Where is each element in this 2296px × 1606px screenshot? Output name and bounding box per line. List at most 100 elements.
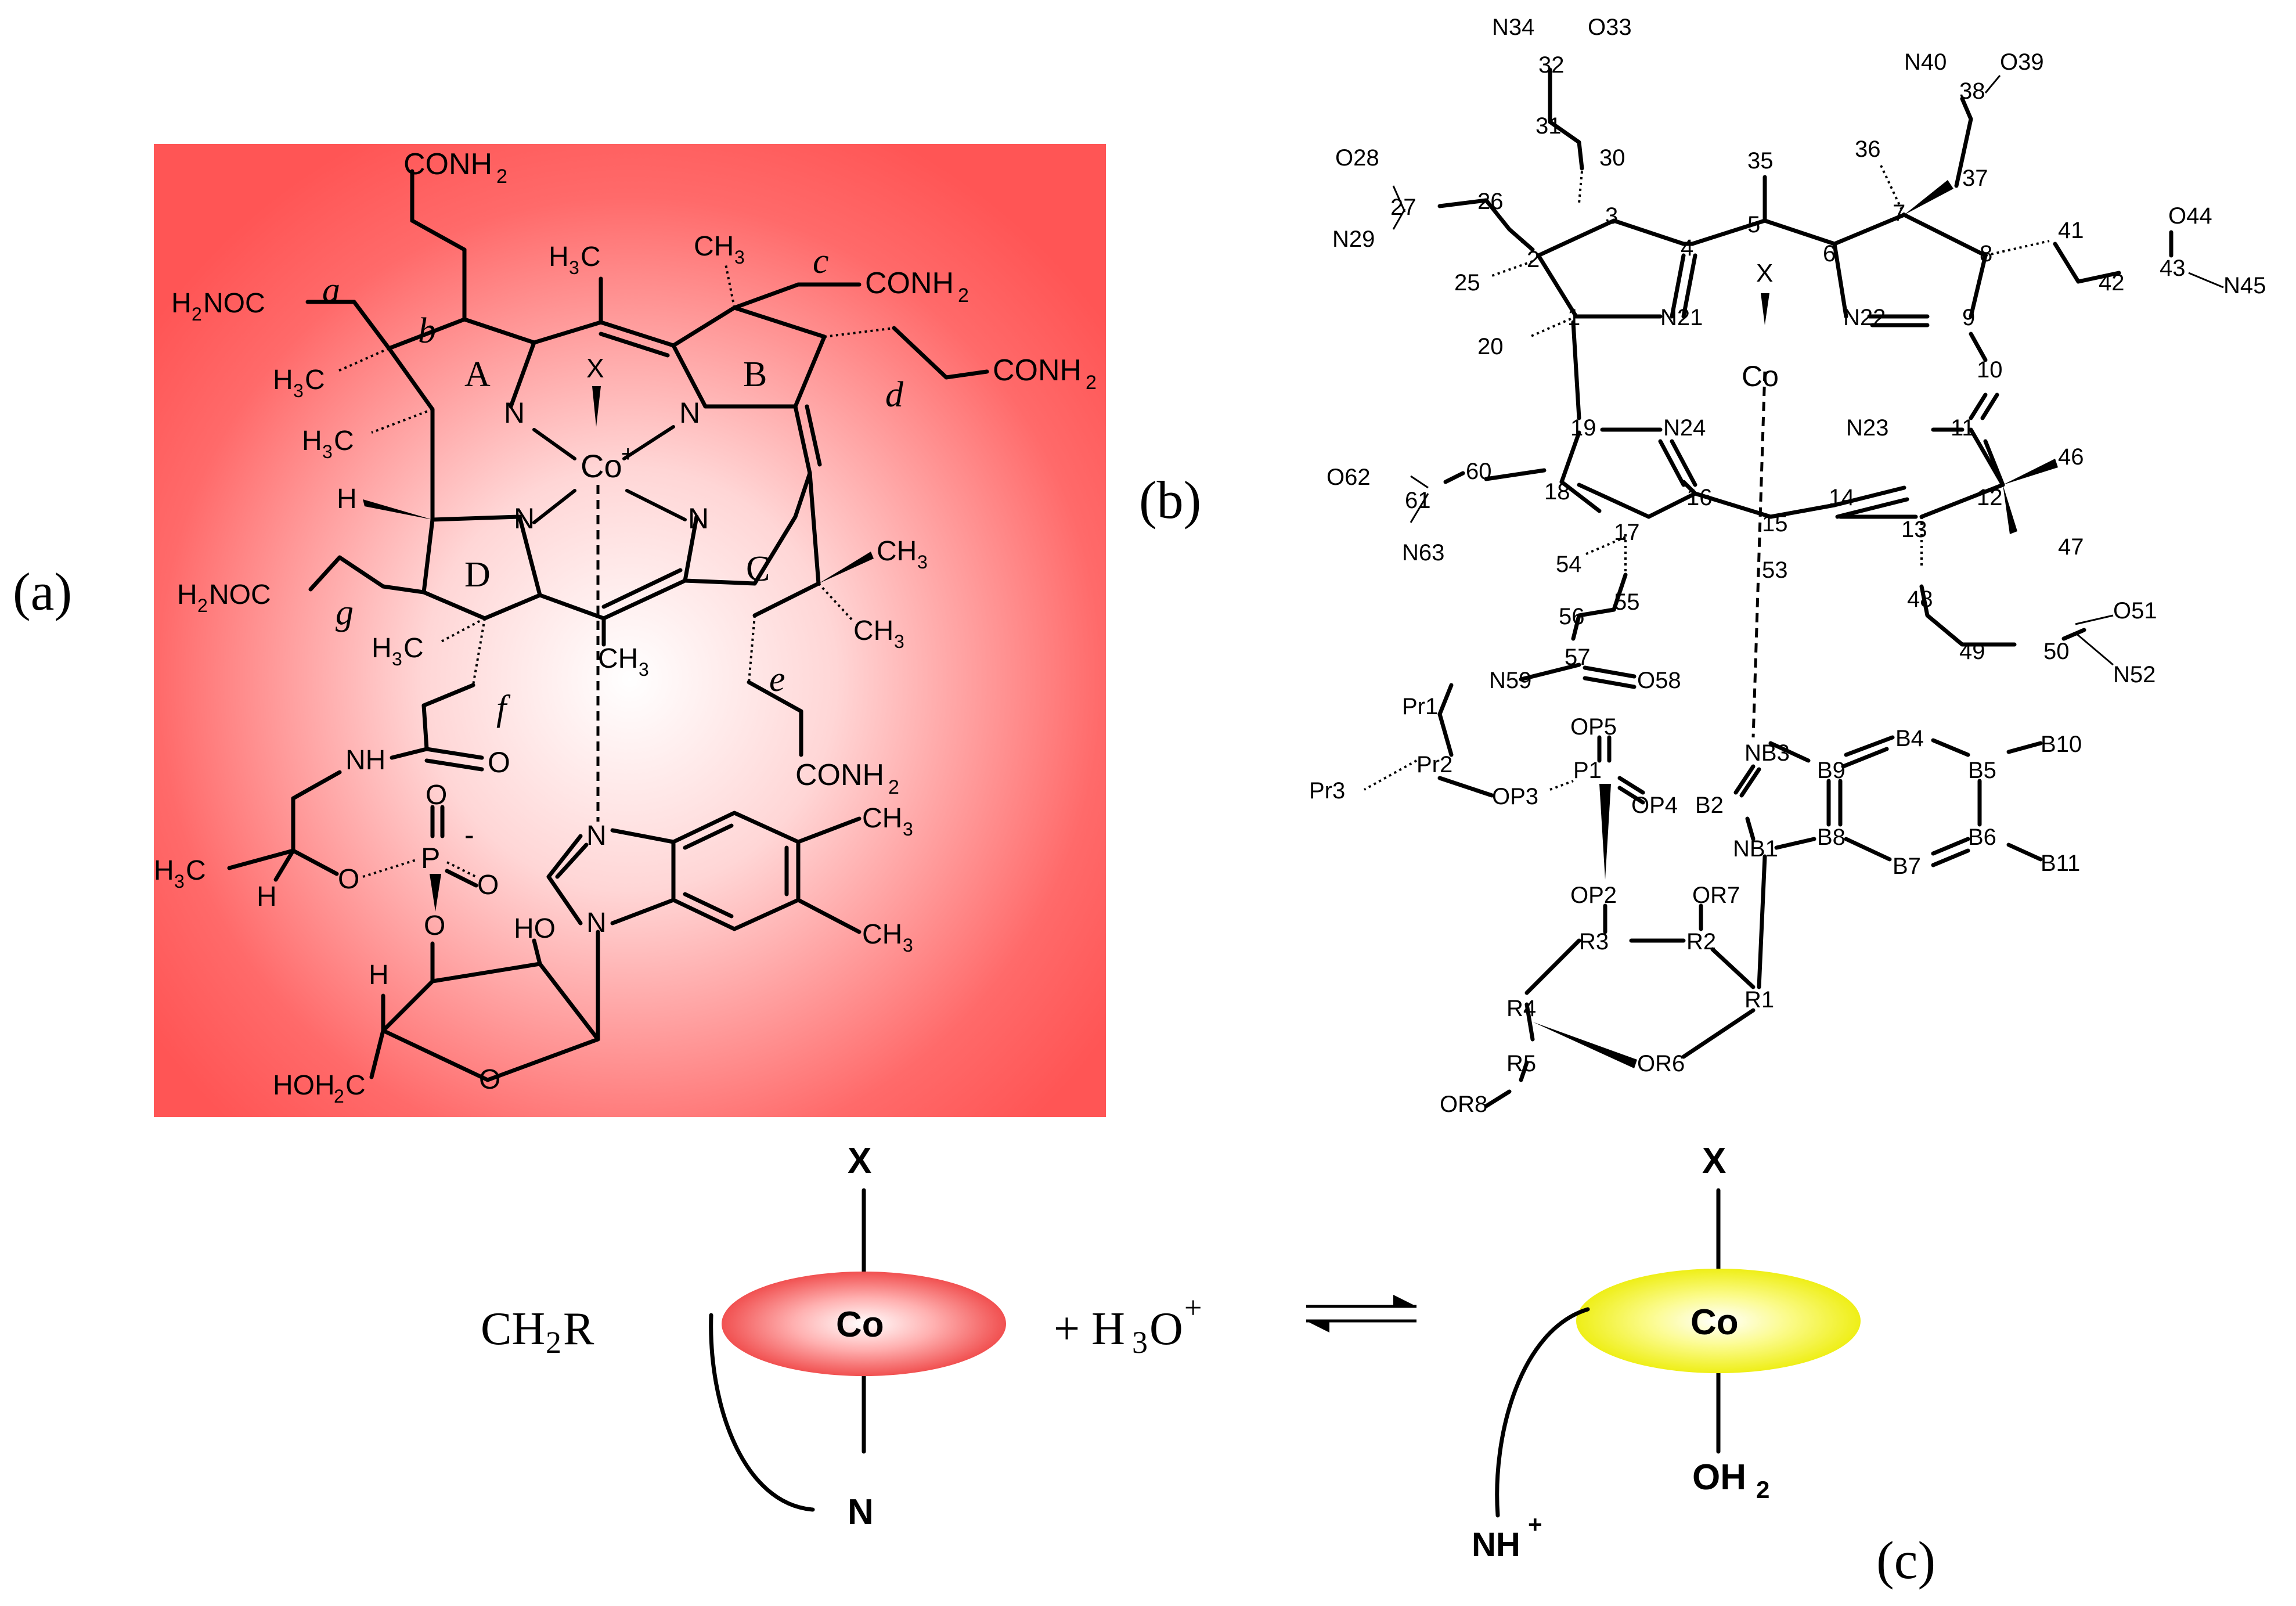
ring-label-b: B (743, 355, 767, 394)
atom-B2: B2 (1695, 793, 1724, 818)
conh2-top-sub: 2 (496, 165, 507, 188)
o-ester-1: O (338, 864, 359, 895)
atom-15: 15 (1762, 511, 1788, 536)
atom-N34: N34 (1492, 15, 1534, 40)
nh-plus: NH (1472, 1526, 1520, 1564)
conh2-d-sub: 2 (1086, 372, 1097, 394)
n-ring-d: N (514, 502, 535, 535)
conh2-b: CONH (865, 267, 954, 300)
atom-47: 47 (2058, 534, 2084, 560)
co-yellow: Co (1691, 1302, 1739, 1342)
chain-c: c (813, 242, 829, 281)
conh2-b-sub: 2 (958, 285, 969, 307)
atom-6: 6 (1823, 241, 1836, 267)
x-ligand-yellow: X (1702, 1141, 1726, 1181)
panel-b-bonds (1364, 67, 2224, 1108)
atom-N23: N23 (1846, 415, 1888, 441)
atom-8: 8 (1980, 241, 1992, 267)
atom-38: 38 (1959, 78, 1985, 104)
atom-26: 26 (1477, 189, 1504, 214)
atom-11: 11 (1951, 415, 1975, 441)
atom-5: 5 (1747, 212, 1760, 237)
atom-B4: B4 (1895, 726, 1924, 751)
atom-17: 17 (1614, 520, 1640, 545)
hoh2c-sub: 2 (334, 1086, 344, 1107)
h3o-sub: 3 (1132, 1325, 1148, 1360)
conh2-top: CONH (403, 147, 492, 181)
atom-19: 19 (1570, 415, 1596, 441)
n-bzm-1: N (586, 908, 607, 938)
ring-label-a: A (464, 355, 491, 394)
atom-Co: Co (1742, 360, 1779, 393)
chain-g: g (336, 593, 354, 632)
atom-2: 2 (1527, 247, 1540, 272)
p-minus: - (464, 819, 474, 851)
cobalt-label-a: Co (581, 448, 622, 484)
atom-O44: O44 (2168, 203, 2212, 229)
atom-32: 32 (1538, 52, 1565, 78)
h3c-pr-c: C (186, 855, 206, 886)
hoh2c-a: HOH (273, 1070, 335, 1101)
oh2-yellow: OH (1692, 1457, 1746, 1497)
ch3-bzm-2: CH (862, 919, 902, 950)
atom-B11: B11 (2041, 851, 2080, 876)
h2noc-top-sub: 2 (192, 304, 202, 325)
ho-ribose: HO (514, 913, 556, 944)
atom-B8: B8 (1817, 824, 1846, 850)
o-amide: O (488, 746, 510, 779)
nh-charge: + (1528, 1511, 1542, 1538)
panel-label-b: (b) (1139, 470, 1201, 530)
conh2-e-sub: 2 (888, 776, 899, 798)
hoh2c-c: C (345, 1070, 366, 1101)
ch2r-a: CH (481, 1303, 545, 1355)
ch2r-end: R (563, 1303, 594, 1355)
panel-label-c: (c) (1876, 1531, 1935, 1590)
atom-10: 10 (1977, 357, 2003, 383)
panel-b-structure: N34 O33 32 31 30 O28 27 26 N29 25 2 3 35… (1309, 15, 2266, 1117)
nh-amide: NH (345, 745, 385, 776)
atom-41: 41 (2058, 218, 2084, 243)
h3c-a2-sub: 3 (322, 441, 333, 462)
h3c-d-c: C (403, 633, 424, 664)
ch3-c1: CH (877, 536, 917, 567)
atom-60: 60 (1466, 459, 1492, 484)
atom-37: 37 (1962, 165, 1988, 191)
atom-OP4: OP4 (1631, 793, 1678, 818)
h3c-a2-h: H (302, 426, 322, 456)
h-ribose: H (369, 960, 389, 991)
h3c-a2-c: C (334, 426, 354, 456)
atom-N45: N45 (2223, 273, 2266, 298)
atom-49: 49 (1959, 639, 1985, 664)
atom-30: 30 (1599, 145, 1625, 171)
n-ring-b: N (679, 397, 700, 429)
h3c-a1-c: C (305, 365, 325, 395)
h3o-charge: + (1184, 1290, 1202, 1325)
ch3-b-sub: 3 (734, 247, 745, 268)
ch3-bzm-1: CH (862, 803, 902, 834)
chain-b: b (418, 311, 436, 351)
panel-a-background (154, 144, 1106, 1117)
atom-27: 27 (1390, 195, 1416, 220)
h3o-plus: + H (1054, 1303, 1125, 1355)
atom-B7: B7 (1893, 854, 1921, 879)
h3o-o: O (1149, 1303, 1183, 1355)
atom-46: 46 (2058, 444, 2084, 470)
co-red: Co (836, 1305, 884, 1345)
atom-R2: R2 (1686, 929, 1716, 955)
atom-53: 53 (1762, 557, 1788, 583)
o-p-bottom: O (424, 910, 445, 941)
equilibrium-arrow (1306, 1295, 1416, 1333)
h3c-d-sub: 3 (392, 649, 402, 669)
atom-61: 61 (1405, 488, 1431, 513)
atom-13: 13 (1901, 517, 1927, 542)
atom-OP5: OP5 (1570, 714, 1617, 740)
atom-7: 7 (1893, 200, 1905, 226)
h3c-d-h: H (372, 633, 392, 664)
panel-b-atoms: N34 O33 32 31 30 O28 27 26 N29 25 2 3 35… (1309, 15, 2266, 1117)
atom-54: 54 (1556, 552, 1582, 577)
atom-O51: O51 (2113, 598, 2157, 624)
atom-R5: R5 (1506, 1051, 1536, 1076)
atom-Pr3: Pr3 (1309, 778, 1345, 804)
h2noc-top-a: H (171, 288, 192, 319)
atom-N22: N22 (1843, 305, 1886, 330)
